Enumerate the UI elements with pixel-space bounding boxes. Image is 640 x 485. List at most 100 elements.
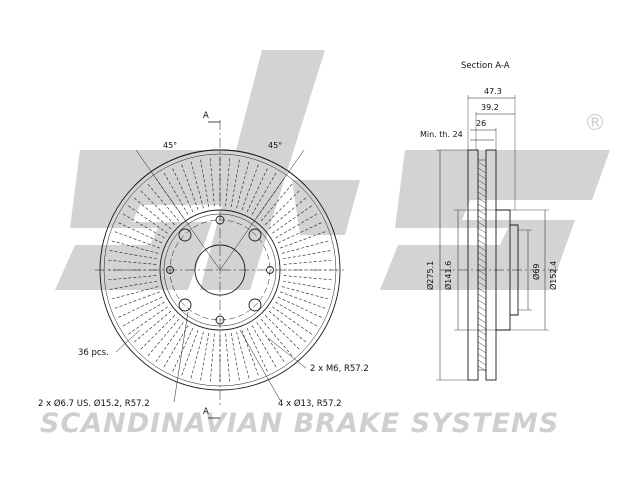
vent-line <box>225 333 231 382</box>
vent-hatch <box>477 161 487 372</box>
section-plate-right <box>485 149 497 381</box>
hatch-line <box>477 227 487 234</box>
dia-275-1: Ø275.1 <box>425 261 435 290</box>
hatch-line <box>477 185 487 192</box>
angle-label-right: 45° <box>268 141 282 150</box>
vent-line <box>272 306 312 335</box>
dia-69: Ø69 <box>531 264 541 280</box>
vent-line <box>109 250 158 260</box>
hatch-line <box>477 353 487 360</box>
vent-ring <box>108 158 332 382</box>
vent-line <box>246 168 268 213</box>
vent-line <box>134 197 172 230</box>
hatch-line <box>477 215 487 222</box>
vent-line <box>283 259 332 265</box>
vent-line <box>275 213 318 239</box>
hatch-line <box>477 365 487 372</box>
vent-line <box>280 231 326 249</box>
hatch-line <box>477 239 487 246</box>
vent-line <box>230 159 240 208</box>
vent-line <box>190 331 204 379</box>
vent-line <box>128 205 168 234</box>
registered-mark: ® <box>584 111 606 136</box>
hatch-line <box>477 221 487 228</box>
leader-small-holes <box>173 311 189 403</box>
vent-line <box>109 280 158 290</box>
dia-152-4: Ø152.4 <box>548 261 558 290</box>
vent-line <box>111 240 159 254</box>
vent-line <box>281 240 329 254</box>
vent-line <box>111 286 159 300</box>
vent-line <box>246 327 268 372</box>
dim-39-2: 39.2 <box>481 103 499 112</box>
vent-line <box>172 168 194 213</box>
hatch-line <box>477 173 487 180</box>
hatch-line <box>477 323 487 330</box>
disc-section-view <box>436 95 560 381</box>
hatch-line <box>477 275 487 282</box>
vent-line <box>272 205 312 234</box>
vent-line <box>265 315 300 350</box>
hatch-line <box>477 257 487 264</box>
hatch-line <box>477 293 487 300</box>
vent-line <box>282 250 331 260</box>
leader-bolt-holes <box>239 329 281 401</box>
vent-line <box>108 259 157 265</box>
hatch-line <box>477 311 487 318</box>
vent-line <box>163 325 189 368</box>
vent-line <box>241 164 259 210</box>
vent-line <box>236 161 250 209</box>
hatch-line <box>477 329 487 336</box>
section-marker-top: A <box>203 111 209 121</box>
vent-line <box>147 184 180 222</box>
dim-26: 26 <box>476 119 486 128</box>
vent-line <box>200 159 210 208</box>
brand-tagline-watermark: SCANDINAVIAN BRAKE SYSTEMS <box>40 408 559 439</box>
vent-line <box>163 172 189 215</box>
vent-line <box>128 306 168 335</box>
section-title: Section A-A <box>461 61 510 71</box>
vent-line <box>236 331 250 379</box>
vent-line <box>251 325 277 368</box>
vent-line <box>147 318 180 356</box>
bolt-hole-3 <box>178 298 192 312</box>
vent-line <box>277 222 322 244</box>
vent-line <box>140 190 175 225</box>
section-plate-left <box>467 149 479 381</box>
vent-line <box>277 296 322 318</box>
hatch-line <box>477 341 487 348</box>
vent-line <box>114 231 160 249</box>
vent-count-label: 36 pcs. <box>78 348 109 358</box>
angle-arc <box>134 149 306 186</box>
bolt-hole-1 <box>248 228 262 242</box>
vent-line <box>260 318 293 356</box>
bolt-hole-2 <box>178 228 192 242</box>
hatch-line <box>477 197 487 204</box>
sbs-logo-watermark <box>55 50 610 290</box>
hatch-line <box>477 251 487 258</box>
vent-line <box>190 161 204 209</box>
vent-line <box>181 330 199 376</box>
hatch-line <box>477 209 487 216</box>
hatch-line <box>477 167 487 174</box>
hatch-line <box>477 335 487 342</box>
dim-47-3: 47.3 <box>484 87 502 96</box>
vent-line <box>241 330 259 376</box>
hatch-line <box>477 191 487 198</box>
vent-line <box>209 158 215 207</box>
hatch-line <box>477 281 487 288</box>
angle-leader-left <box>135 149 221 271</box>
hatch-line <box>477 161 487 168</box>
section-hat <box>496 209 511 331</box>
hatch-line <box>477 203 487 210</box>
angle-label-left: 45° <box>163 141 177 150</box>
hatch-line <box>477 347 487 354</box>
min-thickness-label: Min. th. 24 <box>420 130 463 139</box>
leader-threads <box>267 337 307 369</box>
vent-line <box>118 296 163 318</box>
vent-line <box>265 190 300 225</box>
disc-front-view <box>95 120 345 419</box>
bolt-holes-label: 4 x Ø13, R57.2 <box>278 398 342 409</box>
vent-line <box>281 286 329 300</box>
hatch-line <box>477 317 487 324</box>
